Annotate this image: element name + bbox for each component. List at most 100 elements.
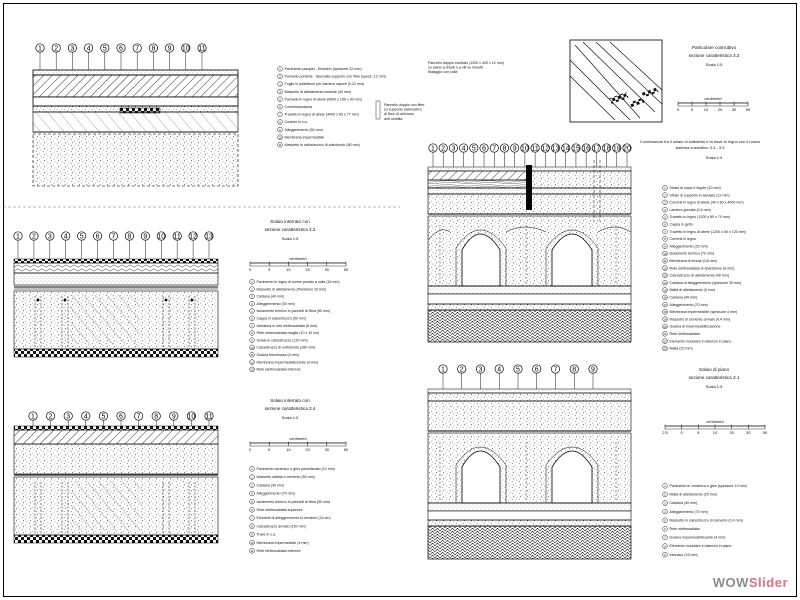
callout-number: 9	[143, 233, 147, 240]
callout-marker: 6	[93, 231, 103, 259]
callout-marker: 1	[438, 364, 448, 389]
legend-text: Rete elettrosaldata	[670, 527, 700, 531]
legend-text: Rete elettrosaldata inferiore	[257, 368, 301, 372]
legend-text: Caldana (40 mm)	[257, 483, 285, 487]
callout-marker: 9	[510, 143, 520, 167]
callout-marker: 11	[197, 43, 207, 70]
legend-text: Massetto di allettamento (Pandomo 15 mm)	[257, 287, 327, 291]
legend-number: 8	[251, 525, 253, 529]
callout-marker: 9	[140, 231, 150, 259]
legend-text: Membrana impermeabile	[285, 135, 325, 139]
legend-number: 3	[664, 201, 666, 205]
callout-number: 2	[49, 413, 53, 420]
callout-number: 8	[151, 45, 155, 52]
callout-number: 5	[472, 145, 476, 152]
callout-marker: 9	[169, 411, 179, 426]
callout-marker: 5	[100, 43, 110, 70]
callout-marker: 11	[530, 143, 540, 167]
legend-text: Alleggerimento (25 mm)	[670, 244, 708, 248]
callout-marker: 3	[67, 43, 77, 70]
detail-c-section	[13, 425, 219, 544]
callout-number: 1	[441, 366, 445, 373]
legend-text: Lamiera grecata (0,6 mm)	[670, 208, 711, 212]
legend-text: Pavimento parquet - Elmstein (spessore 2…	[285, 67, 362, 71]
callout-marker: 2	[46, 411, 56, 426]
callout-number: 13	[552, 145, 560, 152]
detail-subtitle: sezione caratteristica 3.2	[265, 227, 316, 232]
legend-number: 6	[664, 223, 666, 227]
legend-text: Massetto di allettamento isolante (40 mm…	[285, 90, 352, 94]
callout-marker: 5	[77, 231, 87, 259]
callout-marker: 6	[532, 364, 542, 389]
callout-number: 15	[572, 145, 580, 152]
legend-number: 2	[664, 493, 666, 497]
top-note-line: su piano a chiodi o a viti su travetti	[428, 66, 483, 70]
detail-scale: Scala 1:5	[706, 62, 723, 67]
legend-number: 5	[664, 519, 666, 523]
callout-number: 5	[80, 233, 84, 240]
callout-marker: 4	[494, 364, 504, 389]
callout-marker: 6	[116, 411, 126, 426]
legend-text: Membrana di tenuta (0,8 mm)	[670, 259, 717, 263]
legend-number: 6	[279, 105, 281, 109]
legend-text: Solaio in calcestruzzo (120 mm)	[257, 338, 308, 342]
scalebar-label: centimetri	[289, 436, 306, 441]
detail-scale: Scala 1:5	[282, 415, 299, 420]
legend-text: Cappa in getto	[670, 223, 693, 227]
callout-marker: 3	[45, 231, 55, 259]
legend-number: 6	[251, 317, 253, 321]
legend-number: 7	[279, 113, 281, 117]
callout-number: 16	[582, 145, 590, 152]
legend-text: Rete elettrosaldata inferiore	[257, 549, 301, 553]
legend-text: Correnti in legno	[670, 237, 696, 241]
legend-text: Alleggerimento (70 mm)	[670, 303, 708, 307]
legend-number: 1	[251, 467, 253, 471]
legend-number: 19	[663, 318, 667, 322]
scalebar-label: centimetri	[704, 96, 721, 101]
callout-number: 13	[205, 233, 213, 240]
legend-number: 9	[664, 553, 666, 557]
callout-number: 6	[119, 45, 123, 52]
legend-text: Isolamento termico (70 mm)	[670, 252, 715, 256]
legend-text: Alleggerimento (30 mm)	[257, 302, 295, 306]
detail-title: Solaio interrato con	[270, 219, 310, 224]
detail-b-section	[13, 258, 219, 358]
legend-number: 16	[663, 296, 667, 300]
callout-marker: 5	[513, 364, 523, 389]
callout-marker: 12	[540, 143, 550, 167]
callout-number: 2	[32, 233, 36, 240]
callout-number: 1	[38, 45, 42, 52]
legend-number: 1	[664, 186, 666, 190]
callout-marker: 13	[550, 143, 561, 167]
legend-number: 7	[664, 536, 666, 540]
callout-number: 8	[572, 366, 576, 373]
callout-marker: 7	[134, 411, 144, 426]
legend-number: 11	[250, 353, 253, 357]
scalebar-tick: 10	[713, 430, 718, 435]
legend-text: Massetto in calcestruzzo di cemento (0,4…	[670, 518, 743, 522]
callout-number: 3	[66, 413, 70, 420]
callout-number: 4	[84, 413, 88, 420]
legend-text: Calcestruzzo di allettamento (40 mm)	[670, 274, 730, 278]
